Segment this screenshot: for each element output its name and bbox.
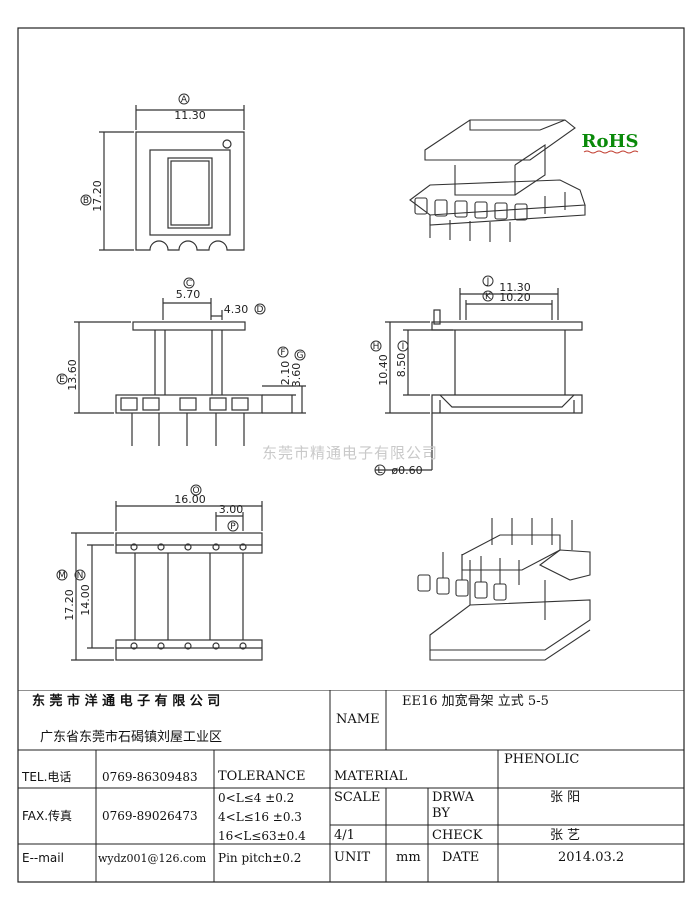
tel-value: 0769-86309483 (102, 770, 198, 784)
top-view (99, 105, 245, 251)
label-b-circle (80, 194, 92, 206)
tolerance-row-2: 4<L≤16 ±0.3 (218, 810, 302, 824)
label-p-circle (227, 520, 239, 532)
label-k-circle (482, 290, 494, 302)
unit-label: UNIT (334, 850, 371, 865)
label-a-circle (178, 93, 190, 105)
email-value: wydz001@126.com (98, 852, 207, 865)
dim-a-value: 11.30 (174, 109, 206, 122)
side-view (375, 288, 583, 471)
material-label: MATERIAL (334, 769, 408, 784)
dim-m-value: 17.20 (63, 589, 76, 621)
label-e: E (59, 375, 65, 385)
isometric-view-top (409, 119, 586, 242)
dim-i-value: 8.50 (395, 353, 408, 378)
dim-f-value: 2.10 (279, 361, 292, 386)
label-h: H (373, 342, 380, 352)
label-d-circle (254, 303, 266, 315)
scale-label: SCALE (334, 790, 381, 805)
label-l: L (377, 466, 382, 476)
dim-e-value: 13.60 (66, 359, 79, 391)
check-value: 张 艺 (550, 828, 581, 843)
tolerance-row-3: 16<L≤63±0.4 (218, 829, 306, 843)
tolerance-row-1: 0<L≤4 ±0.2 (218, 791, 295, 805)
tolerance-label: TOLERANCE (218, 769, 306, 784)
email-label: E--mail (22, 851, 64, 865)
dim-o-value: 16.00 (174, 493, 206, 506)
label-f-circle (277, 346, 289, 358)
label-b: B (83, 196, 89, 206)
dim-n-value: 14.00 (79, 584, 92, 616)
label-i-circle (397, 340, 409, 352)
dim-h-value: 10.40 (377, 354, 390, 386)
rohs-badge: RoHS (582, 131, 639, 152)
label-g-circle (294, 349, 306, 361)
label-o: O (192, 486, 199, 496)
front-view (74, 298, 306, 446)
label-m-circle (56, 569, 68, 581)
dim-l-value: ø0.60 (391, 464, 422, 477)
label-n-circle (74, 569, 86, 581)
title-block-grid (18, 690, 684, 882)
date-label: DATE (442, 850, 480, 865)
label-i: I (402, 342, 405, 352)
dim-c-value: 5.70 (176, 288, 201, 301)
label-c: C (186, 279, 192, 289)
fax-value: 0769-89026473 (102, 809, 198, 823)
label-k: K (485, 292, 492, 302)
label-j: J (486, 277, 490, 287)
label-j-circle (482, 275, 494, 287)
rohs-underline (583, 150, 639, 154)
label-a: A (181, 95, 188, 105)
label-c-circle (183, 277, 195, 289)
label-f: F (280, 348, 285, 358)
dim-k-value: 10.20 (499, 291, 531, 304)
label-p: P (230, 522, 236, 532)
label-d: D (257, 305, 264, 315)
unit-value: mm (396, 850, 421, 865)
company-address: 广东省东莞市石碣镇刘屋工业区 (40, 730, 223, 745)
dim-d-value: 4.30 (224, 303, 249, 316)
dim-p-value: 3.00 (219, 503, 244, 516)
title-block: 东 莞 市 洋 通 电 子 有 限 公 司 广东省东莞市石碣镇刘屋工业区 NAM… (18, 690, 684, 882)
label-e-circle (56, 373, 68, 385)
drawn-by-label: DRWA BY (432, 790, 475, 821)
label-h-circle (370, 340, 382, 352)
tel-label: TEL.电话 (22, 770, 72, 784)
bottom-view (71, 501, 263, 661)
pin-pitch-tolerance: Pin pitch±0.2 (218, 851, 302, 865)
name-value: EE16 加宽骨架 立式 5-5 (402, 694, 549, 709)
label-m: M (58, 571, 66, 581)
drawn-by-value: 张 阳 (550, 790, 581, 805)
check-label: CHECK (432, 828, 483, 843)
isometric-view-bottom (417, 518, 591, 661)
label-n: N (77, 571, 84, 581)
dim-j-value: 11.30 (499, 281, 531, 294)
dim-b-value: 17.20 (91, 180, 104, 212)
scale-value: 4/1 (334, 828, 355, 843)
watermark-text: 东莞市精通电子有限公司 (262, 444, 438, 462)
label-o-circle (190, 484, 202, 496)
fax-label: FAX.传真 (22, 809, 73, 823)
company-name: 东 莞 市 洋 通 电 子 有 限 公 司 (32, 694, 221, 709)
name-label: NAME (336, 712, 380, 727)
dim-g-value: 3.60 (290, 363, 303, 388)
date-value: 2014.03.2 (558, 850, 625, 865)
material-value: PHENOLIC (504, 752, 580, 767)
label-g: G (297, 351, 304, 361)
label-l-circle (374, 464, 386, 476)
drawing-border (17, 27, 685, 883)
